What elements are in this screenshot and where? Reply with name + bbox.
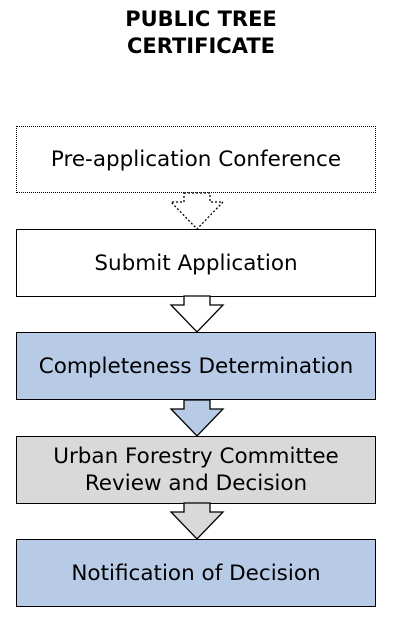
step-pre-application-conference: Pre-application Conference [16, 126, 376, 193]
title-line-2: CERTIFICATE [127, 34, 275, 58]
flow-arrow-1 [169, 192, 225, 230]
step-label-line-2: Review and Decision [84, 471, 308, 496]
step-urban-forestry-committee-review: Urban Forestry Committee Review and Deci… [16, 436, 376, 504]
step-label: Notification of Decision [71, 560, 321, 586]
diagram-title: PUBLIC TREE CERTIFICATE [0, 6, 402, 60]
step-label-line-1: Urban Forestry Committee [53, 444, 339, 469]
step-label: Submit Application [94, 250, 298, 276]
flow-arrow-2 [169, 295, 225, 333]
flow-arrow-4 [169, 502, 225, 540]
step-completeness-determination: Completeness Determination [16, 332, 376, 400]
flow-arrow-3 [169, 399, 225, 437]
step-notification-of-decision: Notification of Decision [16, 539, 376, 607]
step-submit-application: Submit Application [16, 229, 376, 297]
step-label: Pre-application Conference [50, 147, 342, 172]
step-label: Completeness Determination [38, 353, 354, 379]
title-line-1: PUBLIC TREE [125, 7, 277, 31]
